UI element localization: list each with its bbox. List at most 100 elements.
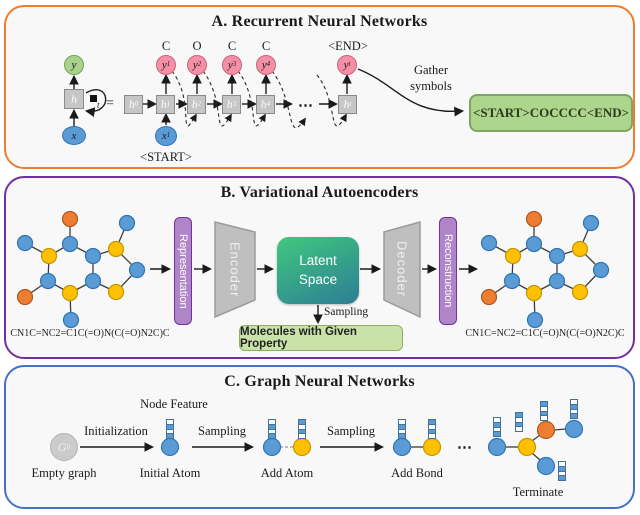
node-feature-vector [268,419,276,439]
atom-nitrogen [571,283,589,301]
empty-graph-caption: Empty graph [31,466,97,480]
initialization-label: Initialization [84,424,148,438]
representation-bar: Representation [174,217,192,325]
symbol-3: C [227,39,237,53]
atom-carbon [128,261,146,279]
panel-variational-autoencoders: B. Variational Autoencoders [4,176,635,359]
initial-atom-node [160,437,180,457]
atom-carbon [84,272,102,290]
atom-carbon [62,311,80,329]
bond [553,428,567,431]
atom-carbon [526,311,544,329]
molecule-left-atoms [16,210,146,329]
node-feature-vector [515,412,523,432]
node-feature-vector [166,419,174,439]
node-feature-vector [558,461,566,481]
node-feature-vector [398,419,406,439]
bond [531,452,541,461]
atom-carbon [392,437,412,457]
atom-carbon [487,437,507,457]
smiles-right: CN1C=NC2=C1C(=O)N(C(=O)N2C)C [465,328,625,339]
panel-graph-neural-networks: C. Graph Neural Networks [4,365,635,509]
decoder-label: Decoder [394,241,410,298]
smiles-left: CN1C=NC2=C1C(=O)N(C(=O)N2C)C [10,328,170,339]
feedback-arc-dots-ht [316,74,347,127]
symbol-end: <END> [328,39,368,53]
add-bond-caption: Add Bond [391,466,443,480]
start-token-label: <START> [140,150,192,164]
atom-carbon [61,235,79,253]
node-feature-vector [428,419,436,439]
node-feature-vector [570,399,578,419]
sampling-label-2: Sampling [327,424,375,438]
atom-nitrogen [517,437,537,457]
atom-carbon [548,247,566,265]
gnn-diagram-lines [80,419,584,476]
atom-carbon [480,234,498,252]
feedback-arc-y1-h2 [171,70,197,127]
molecule-right-bonds [488,219,602,321]
encoder-trapezoid [214,221,256,319]
atom-carbon [16,234,34,252]
atom-nitrogen [504,247,522,265]
atom-nitrogen [571,240,589,258]
panel-recurrent-neural-networks: A. Recurrent Neural Networks [4,5,635,169]
node-feature-vector [493,417,501,437]
bond [531,434,541,442]
atom-carbon [39,272,57,290]
atom-nitrogen [107,240,125,258]
atom-carbon [592,261,610,279]
compact-input-node: x [62,126,86,145]
molecule-left-bonds [24,219,138,321]
atom-carbon [548,272,566,290]
atom-nitrogen [61,284,79,302]
symbol-2: O [192,39,202,53]
atom-nitrogen [40,247,58,265]
compact-output-node: y [64,55,84,75]
atom-nitrogen [422,437,442,457]
atom-oxygen [61,210,79,228]
panel-b-title: B. Variational Autoencoders [220,184,419,201]
atom-carbon [582,214,600,232]
atom-carbon [564,419,584,439]
atom-carbon [84,247,102,265]
sampling-label-1: Sampling [198,424,246,438]
atom-nitrogen [525,284,543,302]
atom-carbon [503,272,521,290]
timestep-label: t [97,100,100,110]
panel-c-title: C. Graph Neural Networks [224,373,415,390]
initial-atom-caption: Initial Atom [139,466,201,480]
atom-oxygen [525,210,543,228]
add-atom-caption: Add Atom [260,466,314,480]
symbol-1: C [161,39,171,53]
node-feature-label: Node Feature [140,397,208,411]
panel-a-title: A. Recurrent Neural Networks [211,13,428,30]
compact-hidden-node: h [64,89,84,109]
generated-sequence-box: <START>COCCCC<END> [469,94,633,132]
rnn-diagram-lines [69,68,465,129]
delay-square [90,95,97,102]
molecule-right-atoms [480,210,610,329]
added-atom-node [292,437,312,457]
reconstruction-bar: Reconstruction [439,217,457,325]
ellipsis: ⋯ [298,98,314,114]
decoder-trapezoid [383,221,421,319]
atom-oxygen [16,288,34,306]
atom-carbon [536,456,556,476]
atom-carbon [118,214,136,232]
gather-symbols-arrow [357,68,465,117]
atom-carbon [262,437,282,457]
